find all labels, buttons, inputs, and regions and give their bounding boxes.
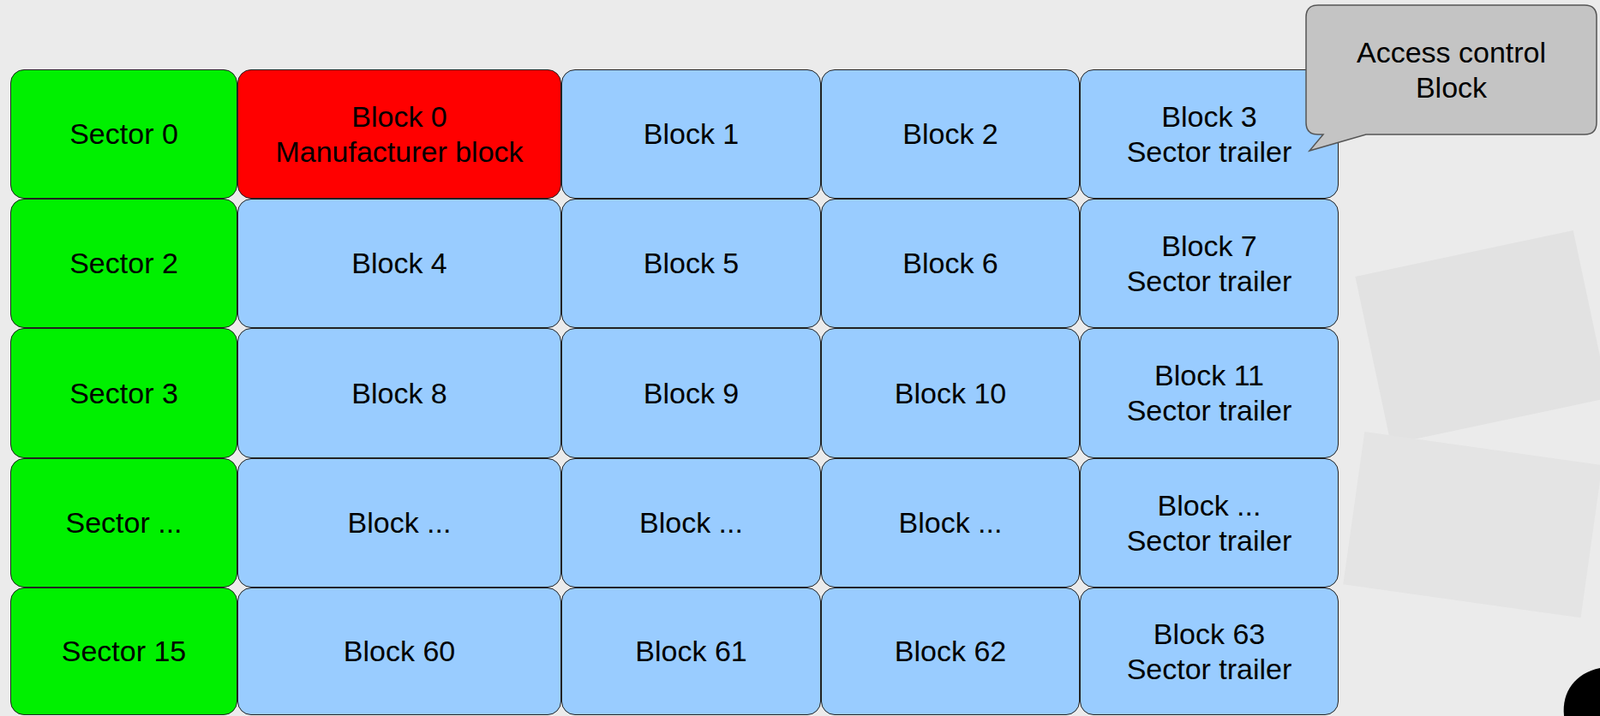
cell-text: Sector trailer	[1126, 263, 1293, 300]
cell-text: Block 9	[643, 376, 740, 412]
cell-text: Block 61	[635, 634, 747, 670]
background-card	[1354, 230, 1600, 445]
sector-trailer-block: Block 11Sector trailer	[1079, 328, 1339, 459]
data-block: Block 4	[237, 198, 562, 329]
cell-text: Block 8	[351, 376, 448, 412]
sector-label: Sector 2	[10, 198, 238, 329]
cell-text: Block 4	[351, 245, 448, 282]
sector-trailer-block: Block ...Sector trailer	[1079, 458, 1339, 588]
cell-text: Block ...	[639, 505, 744, 541]
cell-text: Sector trailer	[1126, 652, 1293, 688]
callout-bubble: Access control Block	[1306, 5, 1597, 135]
cell-text: Sector 3	[69, 376, 179, 412]
data-block: Block 62	[820, 587, 1080, 716]
data-block: Block ...	[820, 458, 1080, 588]
sector-label: Sector 3	[10, 328, 238, 459]
cell-text: Block ...	[347, 505, 452, 541]
data-block: Block 5	[561, 198, 821, 329]
cell-text: Block 10	[894, 376, 1007, 412]
data-block: Block 6	[820, 198, 1080, 329]
cell-text: Sector 0	[69, 116, 179, 152]
cell-text: Sector 15	[61, 634, 187, 670]
cell-text: Sector ...	[65, 505, 182, 541]
cell-text: Block 6	[902, 245, 999, 282]
logo-fragment	[1564, 668, 1600, 716]
sector-trailer-block: Block 63Sector trailer	[1079, 587, 1339, 716]
cell-text: Block 11	[1154, 358, 1265, 394]
sector-trailer-block: Block 7Sector trailer	[1079, 198, 1339, 329]
data-block: Block 8	[237, 328, 562, 459]
data-block: Block 10	[820, 328, 1080, 459]
data-block: Block ...	[561, 458, 821, 588]
data-block: Block 60	[237, 587, 562, 716]
cell-text: Block 5	[643, 245, 740, 282]
cell-text: Sector trailer	[1126, 134, 1293, 170]
data-block: Block 2	[820, 69, 1080, 199]
cell-text: Block 3	[1161, 99, 1258, 135]
callout-outline	[1306, 5, 1597, 151]
data-block: Block 9	[561, 328, 821, 459]
sector-label: Sector 0	[10, 69, 238, 199]
cell-text: Block 60	[343, 634, 456, 670]
cell-text: Block ...	[898, 505, 1003, 541]
cell-text: Block 63	[1153, 617, 1265, 653]
data-block: Block 1	[561, 69, 821, 199]
callout-shape	[1306, 5, 1597, 135]
cell-text: Block 0	[351, 99, 448, 135]
data-block: Block 61	[561, 587, 821, 716]
cell-text: Block ...	[1157, 488, 1262, 524]
cell-text: Block 2	[902, 116, 999, 152]
cell-text: Sector trailer	[1126, 523, 1293, 559]
cell-text: Block 62	[894, 634, 1007, 670]
manufacturer-block: Block 0Manufacturer block	[237, 69, 562, 199]
cell-text: Sector trailer	[1126, 393, 1293, 429]
cell-text: Block 1	[643, 116, 740, 152]
sector-trailer-block: Block 3Sector trailer	[1079, 69, 1339, 199]
sector-label: Sector 15	[10, 587, 238, 716]
cell-text: Block 7	[1161, 228, 1258, 264]
callout-text: Access control Block	[1344, 35, 1559, 106]
cell-text: Sector 2	[69, 245, 179, 282]
cell-text: Manufacturer block	[275, 134, 523, 170]
data-block: Block ...	[237, 458, 562, 588]
background-card	[1342, 431, 1600, 618]
sector-label: Sector ...	[10, 458, 238, 588]
